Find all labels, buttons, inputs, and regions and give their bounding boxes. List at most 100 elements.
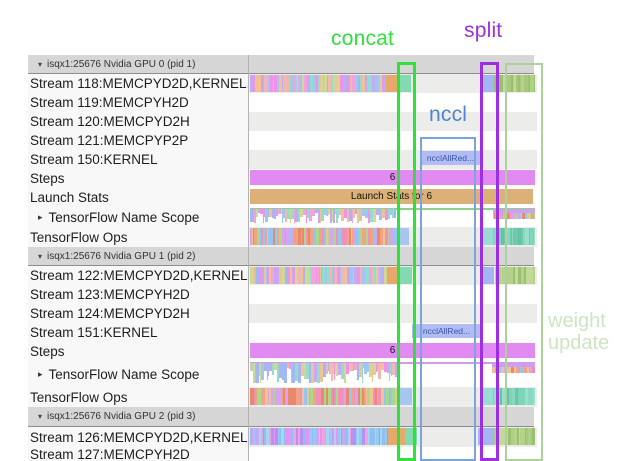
trace-event-sliver[interactable] [534, 213, 535, 219]
trace-event-sliver[interactable] [510, 267, 513, 284]
trace-event-sliver[interactable] [348, 428, 350, 445]
trace-event-sliver[interactable] [331, 388, 333, 405]
trace-event-sliver[interactable] [368, 209, 370, 223]
trace-event-bar[interactable] [492, 363, 535, 367]
trace-event-sliver[interactable] [309, 209, 312, 221]
trace-event-sliver[interactable] [359, 228, 362, 245]
trace-event-bar[interactable]: ncclAllRed... [421, 151, 480, 165]
trace-event-sliver[interactable] [499, 388, 500, 405]
trace-event-sliver[interactable] [321, 267, 322, 284]
trace-event-sliver[interactable] [362, 228, 365, 245]
trace-event-sliver[interactable] [357, 209, 359, 223]
trace-event-sliver[interactable] [341, 228, 342, 245]
trace-event-sliver[interactable] [268, 363, 269, 376]
trace-event-sliver[interactable] [501, 267, 502, 284]
trace-event-sliver[interactable] [382, 428, 385, 445]
trace-event-sliver[interactable] [351, 428, 354, 445]
trace-event-sliver[interactable] [369, 428, 370, 445]
trace-event-sliver[interactable] [492, 367, 495, 373]
trace-event-sliver[interactable] [511, 428, 514, 445]
trace-event-sliver[interactable] [250, 75, 253, 92]
trace-event-sliver[interactable] [531, 75, 532, 92]
trace-event-sliver[interactable] [344, 363, 346, 383]
trace-event-sliver[interactable] [526, 428, 528, 445]
trace-event-sliver[interactable] [271, 267, 274, 284]
trace-event-sliver[interactable] [386, 388, 389, 405]
trace-event-sliver[interactable] [353, 267, 354, 284]
timeline-track[interactable] [248, 74, 537, 93]
trace-event-sliver[interactable] [373, 363, 376, 376]
trace-event-sliver[interactable] [381, 267, 384, 284]
trace-event-sliver[interactable] [362, 75, 365, 92]
trace-event-sliver[interactable] [527, 75, 528, 92]
trace-event-bar[interactable]: 6 [250, 343, 535, 358]
trace-event-sliver[interactable] [302, 75, 304, 92]
trace-event-sliver[interactable] [291, 388, 293, 405]
trace-event-sliver[interactable] [342, 228, 344, 245]
trace-event-sliver[interactable] [382, 75, 383, 92]
trace-event-sliver[interactable] [303, 428, 306, 445]
trace-event-sliver[interactable] [333, 228, 336, 245]
trace-event-sliver[interactable] [262, 267, 264, 284]
trace-event-sliver[interactable] [391, 363, 392, 377]
trace-event-sliver[interactable] [347, 75, 350, 92]
timeline-track[interactable] [248, 361, 537, 387]
trace-event-sliver[interactable] [514, 428, 517, 445]
trace-event-sliver[interactable] [279, 228, 282, 245]
trace-event-sliver[interactable] [338, 363, 341, 376]
trace-event-sliver[interactable] [336, 228, 338, 245]
trace-event-sliver[interactable] [387, 363, 389, 373]
trace-event-sliver[interactable] [298, 428, 300, 445]
trace-event-sliver[interactable] [281, 428, 284, 445]
trace-event-sliver[interactable] [268, 388, 269, 405]
trace-event-sliver[interactable] [512, 228, 513, 245]
trace-event-sliver[interactable] [385, 228, 388, 245]
trace-event-sliver[interactable] [379, 75, 380, 92]
trace-event-sliver[interactable] [385, 75, 386, 92]
trace-event-sliver[interactable] [256, 267, 259, 284]
trace-event-sliver[interactable] [494, 228, 495, 245]
trace-event-sliver[interactable] [346, 363, 349, 375]
trace-event-sliver[interactable] [362, 209, 365, 217]
trace-event-sliver[interactable] [294, 209, 295, 223]
trace-event-sliver[interactable] [261, 228, 263, 245]
trace-event-sliver[interactable] [375, 388, 377, 405]
trace-event-sliver[interactable] [339, 209, 341, 216]
trace-event-sliver[interactable] [318, 209, 320, 223]
trace-event-sliver[interactable] [320, 428, 322, 445]
trace-event-sliver[interactable] [373, 388, 375, 405]
trace-event-sliver[interactable] [373, 428, 375, 445]
trace-event-sliver[interactable] [518, 213, 520, 219]
trace-event-cluster[interactable] [250, 75, 386, 92]
trace-event-sliver[interactable] [301, 363, 304, 376]
gpu-section-header[interactable]: ▾isqx1:25676 Nvidia GPU 0 (pid 1) [28, 55, 534, 74]
trace-event-cluster[interactable] [250, 363, 400, 383]
trace-event-sliver[interactable] [273, 75, 274, 92]
trace-event-sliver[interactable] [344, 388, 346, 405]
trace-event-sliver[interactable] [520, 213, 521, 219]
trace-event-sliver[interactable] [300, 428, 302, 445]
trace-event-sliver[interactable] [306, 228, 308, 245]
trace-event-sliver[interactable] [342, 428, 345, 445]
trace-event-bar[interactable] [388, 428, 405, 445]
timeline-track[interactable] [248, 266, 537, 285]
trace-event-sliver[interactable] [521, 75, 522, 92]
trace-event-sliver[interactable] [530, 75, 531, 92]
trace-event-sliver[interactable] [330, 228, 333, 245]
trace-event-sliver[interactable] [337, 267, 340, 284]
trace-event-sliver[interactable] [335, 363, 336, 375]
trace-event-sliver[interactable] [347, 228, 349, 245]
trace-event-sliver[interactable] [531, 428, 532, 445]
trace-event-sliver[interactable] [310, 75, 313, 92]
trace-event-sliver[interactable] [500, 388, 502, 405]
trace-event-sliver[interactable] [521, 213, 522, 219]
trace-event-sliver[interactable] [284, 428, 286, 445]
trace-event-sliver[interactable] [258, 75, 261, 92]
trace-event-sliver[interactable] [381, 388, 384, 405]
timeline-track[interactable] [248, 131, 537, 150]
trace-event-sliver[interactable] [298, 267, 301, 284]
trace-event-sliver[interactable] [395, 363, 397, 377]
trace-event-sliver[interactable] [250, 363, 252, 372]
trace-event-sliver[interactable] [309, 267, 310, 284]
trace-event-sliver[interactable] [287, 267, 290, 284]
